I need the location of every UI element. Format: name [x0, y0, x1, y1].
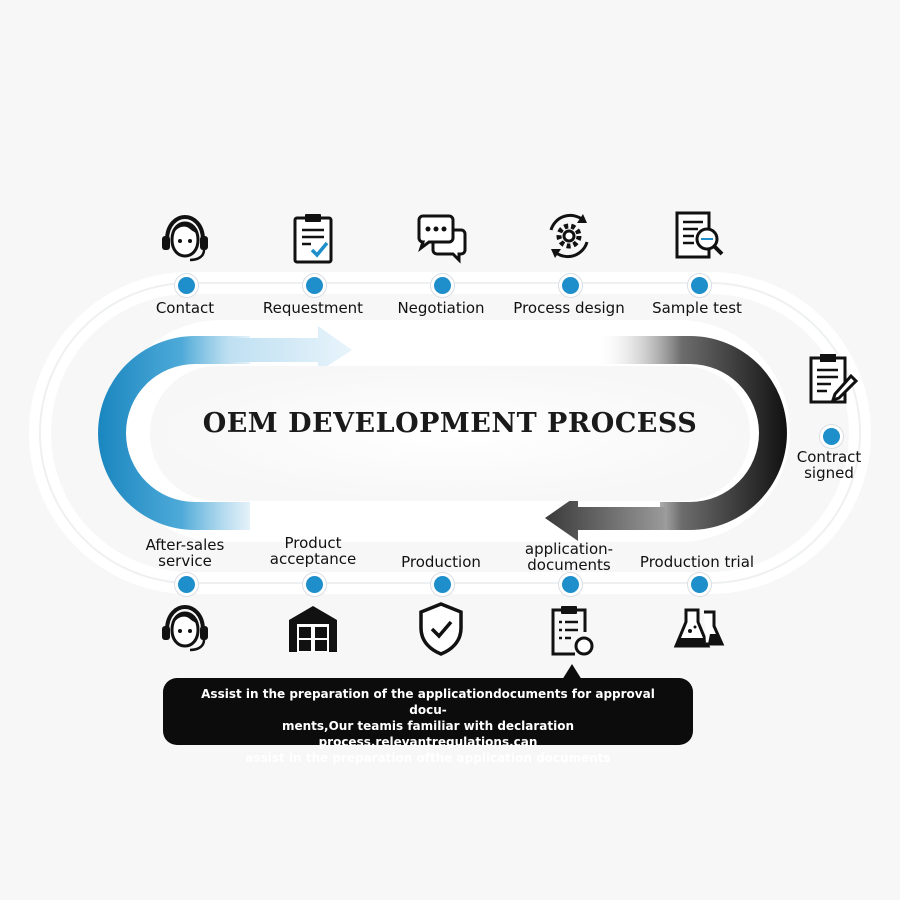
dark-return-arc [595, 336, 787, 530]
tooltip-line: assist in the preparation ofthe applicat… [245, 751, 611, 765]
step-label: Production trial [639, 553, 755, 571]
step-label: Contract signed [796, 448, 862, 482]
step-marker [303, 573, 326, 596]
warehouse-icon [285, 600, 341, 656]
document-magnifier-icon [670, 208, 726, 264]
step-label: Contact [155, 299, 215, 317]
step-marker [688, 274, 711, 297]
shield-check-icon [413, 600, 469, 656]
step-marker [175, 573, 198, 596]
step-label: application- documents [524, 540, 614, 574]
step-label: Product acceptance [269, 534, 357, 568]
lab-flasks-icon [670, 600, 726, 656]
step-label: Process design [513, 299, 625, 317]
clipboard-pen-icon [803, 350, 859, 406]
blue-forward-arrow [230, 326, 352, 372]
step-marker [688, 573, 711, 596]
step-marker [175, 274, 198, 297]
clipboard-check-icon [285, 210, 341, 266]
customer-service-headset-icon [157, 210, 213, 266]
tooltip-line: Assist in the preparation of the applica… [201, 687, 655, 717]
customer-service-headset-icon [157, 600, 213, 656]
step-marker [559, 573, 582, 596]
step-marker [820, 425, 843, 448]
gear-cycle-icon [541, 208, 597, 264]
chat-bubbles-icon [413, 210, 469, 266]
tooltip-line: ments,Our teamis familiar with declarati… [281, 719, 575, 749]
diagram-title: OEM DEVELOPMENT PROCESS [202, 408, 698, 439]
tooltip-pointer [562, 664, 582, 680]
step-marker [559, 274, 582, 297]
step-marker [431, 274, 454, 297]
application-documents-tooltip: Assist in the preparation of the applica… [163, 678, 693, 765]
step-marker [431, 573, 454, 596]
step-label: Requestment [262, 299, 364, 317]
clipboard-list-icon [541, 602, 597, 658]
step-label: Sample test [652, 299, 742, 317]
dark-back-arrow [545, 495, 665, 541]
blue-return-arc [98, 336, 250, 530]
step-label: Negotiation [397, 299, 485, 317]
step-label: After-sales service [145, 536, 225, 570]
step-label: Production [401, 553, 481, 571]
step-marker [303, 274, 326, 297]
